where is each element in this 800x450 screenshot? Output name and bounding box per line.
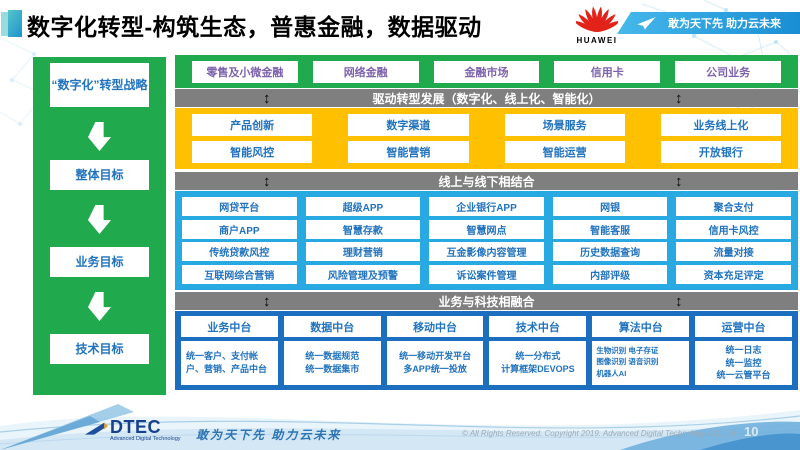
updown-arrow-icon: ↕ [263,89,271,107]
channel-wealth-marketing: 理财营销 [305,242,421,262]
channel-super-app: 超级APP [305,197,421,217]
segment-financial-market: 金融市场 [433,60,540,83]
capability-smart-marketing: 智能营销 [348,140,469,163]
updown-arrow-icon: ↕ [675,172,683,190]
channel-smart-branch: 智慧网点 [429,219,544,239]
platform-operation: 运营中台 统一日志 统一监控 统一云管平台 [695,316,792,385]
platform-title: 算法中台 [592,316,690,337]
online-offline-label: 线上与线下相结合 [438,174,535,189]
capability-business-online: 业务线上化 [660,114,781,137]
flow-step-business-goal: 业务目标 [50,247,149,277]
page-number: 10 [744,424,759,439]
platform-algorithm: 算法中台 生物识别 电子存证 图像识别 语音识别 机器人AI [592,316,690,385]
platform-business: 业务中台 统一客户、支付帐户、营销、产品中台 [181,316,278,385]
flow-step-strategy: “数字化”转型战略 [50,63,149,107]
business-segments-row: 零售及小微金融 网络金融 金融市场 信用卡 公司业务 [175,55,798,88]
platform-detail: 统一数据规范 统一数据集市 [283,341,381,385]
platform-detail: 统一日志 统一监控 统一云管平台 [695,341,792,385]
channel-traditional-loan-risk: 传统贷款风控 [182,242,297,262]
channel-internet-marketing: 互联网综合营销 [182,264,297,284]
platform-title: 业务中台 [181,316,278,337]
channel-traffic-connect: 流量对接 [676,242,791,262]
channels-panel: 网贷平台 超级APP 企业银行APP 网银 聚合支付 商户APP 智慧存款 智慧… [175,191,798,290]
drive-transformation-bar: ↕ 驱动转型发展（数字化、线上化、智能化） ↕ [175,89,798,107]
capability-smart-operation: 智能运营 [504,140,625,163]
platform-mobile: 移动中台 统一移动开发平台 多APP统一投放 [386,316,484,385]
copyright-text: © All Rights Reserved. Copyright 2019. A… [462,429,736,438]
dtec-wordmark: DTEC [110,417,161,437]
business-tech-label: 业务与科技相融合 [438,294,535,309]
channel-card-risk: 信用卡风控 [676,219,791,239]
platform-detail: 统一分布式 计算框架DEVOPS [489,341,587,385]
dtec-subtext: Advanced Digital Technology [110,436,181,442]
huawei-wordmark: HUAWEI [576,36,618,45]
channel-history-query: 历史数据查询 [552,242,668,262]
updown-arrow-icon: ↕ [263,292,271,310]
channel-capital-adequacy: 资本充足评定 [676,264,791,284]
title-accent-light [1,12,10,36]
capabilities-panel: 产品创新 数字渠道 场景服务 业务线上化 智能风控 智能营销 智能运营 开放银行 [175,108,798,169]
down-arrow-icon [88,205,111,234]
segment-retail-micro: 零售及小微金融 [192,60,298,83]
channel-corporate-app: 企业银行APP [429,197,544,217]
capability-smart-risk: 智能风控 [192,140,313,163]
segment-credit-card: 信用卡 [554,60,661,83]
platform-tech: 技术中台 统一分布式 计算框架DEVOPS [489,316,587,385]
channel-internal-rating: 内部评级 [552,264,668,284]
flow-step-tech-goal: 技术目标 [50,334,149,364]
segment-internet-finance: 网络金融 [312,60,419,83]
segment-corporate: 公司业务 [675,60,781,83]
channel-risk-warning: 风险管理及预警 [305,264,421,284]
platform-detail: 生物识别 电子存证 图像识别 语音识别 机器人AI [592,341,690,385]
updown-arrow-icon: ↕ [263,172,271,190]
channel-smart-deposit: 智慧存款 [305,219,421,239]
channel-litigation-mgmt: 诉讼案件管理 [429,264,544,284]
channel-smart-service: 智能客服 [552,219,668,239]
channel-loan-platform: 网贷平台 [182,197,297,217]
paper-plane-icon [637,16,656,30]
channel-ebank: 网银 [552,197,668,217]
strategy-flow-panel: “数字化”转型战略 整体目标 业务目标 技术目标 [33,57,166,395]
drive-transformation-label: 驱动转型发展（数字化、线上化、智能化） [372,91,601,106]
channel-merchant-app: 商户APP [182,219,297,239]
platform-title: 技术中台 [489,316,587,337]
channel-aggregate-pay: 聚合支付 [676,197,791,217]
platform-title: 数据中台 [283,316,381,337]
title-accent [8,10,22,37]
capability-open-banking: 开放银行 [660,140,781,163]
channel-image-content-mgmt: 互金影像内容管理 [429,242,544,262]
platform-title: 运营中台 [695,316,792,337]
dtec-arrow-icon [84,422,108,435]
business-tech-bar: ↕ 业务与科技相融合 ↕ [175,292,798,310]
dtec-logo: DTEC Advanced Digital Technology [84,418,181,443]
down-arrow-icon [88,292,111,321]
capability-scenario-service: 场景服务 [504,114,625,137]
platform-detail: 统一移动开发平台 多APP统一投放 [386,341,484,385]
platform-detail: 统一客户、支付帐户、营销、产品中台 [181,341,278,385]
middle-platforms-panel: 业务中台 统一客户、支付帐户、营销、产品中台 数据中台 统一数据规范 统一数据集… [175,311,798,390]
capability-product-innovation: 产品创新 [192,114,313,137]
updown-arrow-icon: ↕ [675,292,683,310]
platform-data: 数据中台 统一数据规范 统一数据集市 [283,316,381,385]
slogan-ribbon: 敢为天下先 助力云未来 [617,12,800,34]
huawei-logo: HUAWEI [573,3,621,45]
down-arrow-icon [88,122,111,151]
platform-title: 移动中台 [386,316,484,337]
ribbon-slogan-text: 敢为天下先 助力云未来 [668,18,782,30]
online-offline-bar: ↕ 线上与线下相结合 ↕ [175,172,798,190]
flow-step-overall-goal: 整体目标 [50,160,149,190]
updown-arrow-icon: ↕ [675,89,683,107]
capability-digital-channel: 数字渠道 [348,114,469,137]
page-title: 数字化转型-构筑生态，普惠金融，数据驱动 [27,14,482,40]
huawei-flower-icon [573,6,621,33]
footer-slogan: 敢为天下先 助力云未来 [196,428,342,442]
